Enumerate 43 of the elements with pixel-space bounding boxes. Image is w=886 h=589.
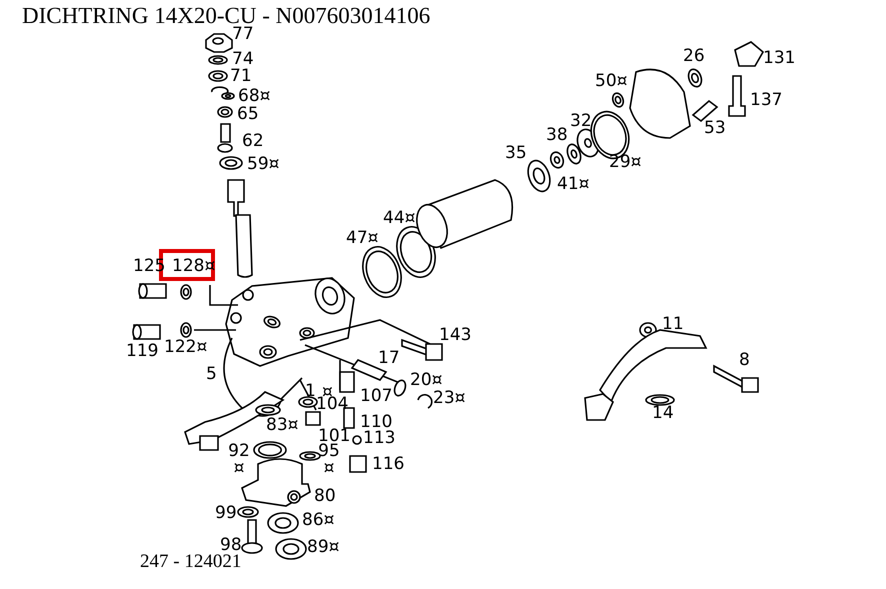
callout-number: 20¤ xyxy=(410,372,442,389)
callout-number: 99 xyxy=(215,505,237,522)
callout-number: 8 xyxy=(739,352,750,369)
callout-number: 107 xyxy=(360,388,392,405)
callout-number: 143 xyxy=(439,327,472,344)
callout-number: 11 xyxy=(662,316,684,333)
callout-number: 26 xyxy=(683,48,705,65)
callout-number: 80 xyxy=(314,488,336,505)
callout-number: 68¤ xyxy=(238,88,270,105)
page-title: DICHTRING 14X20-CU - N007603014106 xyxy=(22,3,430,28)
callout-number: 1 xyxy=(305,383,316,400)
callout-number: 14 xyxy=(652,405,674,422)
callout-number: 17 xyxy=(378,350,400,367)
callout-number: 116 xyxy=(372,456,404,473)
callout-number: 77 xyxy=(232,26,254,43)
callout-number: 119 xyxy=(126,343,158,360)
callout-number: 86¤ xyxy=(302,512,334,529)
callout-number: 113 xyxy=(363,430,396,447)
callout-number: 47¤ xyxy=(346,230,378,247)
callout-number: 95 ¤ xyxy=(318,443,340,477)
callout-number: 32 xyxy=(570,113,592,130)
callout-number: 35 xyxy=(505,145,527,162)
callout-number: 122¤ xyxy=(164,339,208,356)
callout-number: 5 xyxy=(206,366,217,383)
callout-number: 50¤ xyxy=(595,73,628,90)
callout-number: 83¤ xyxy=(266,417,298,434)
callout-number: 89¤ xyxy=(307,539,340,556)
callout-number: 131 xyxy=(763,50,796,67)
callout-number: 98 xyxy=(220,537,242,554)
callout-number: 62 xyxy=(242,133,264,150)
callout-number: 59¤ xyxy=(247,156,280,173)
callout-number: 137 xyxy=(750,92,782,109)
callout-number: 92 ¤ xyxy=(228,443,250,477)
callout-number: 44¤ xyxy=(383,210,416,227)
drawing-reference: 247 - 124021 xyxy=(140,551,242,573)
callout-number: 110 xyxy=(360,414,392,431)
callout-number: 23¤ xyxy=(433,390,466,407)
callout-number: 53 xyxy=(704,120,726,137)
callout-number: 41¤ xyxy=(557,176,590,193)
callout-number: 71 xyxy=(230,68,252,85)
callout-number: 74 xyxy=(232,51,254,68)
callout-number: 38 xyxy=(546,127,568,144)
callout-number: 65 xyxy=(237,106,259,123)
